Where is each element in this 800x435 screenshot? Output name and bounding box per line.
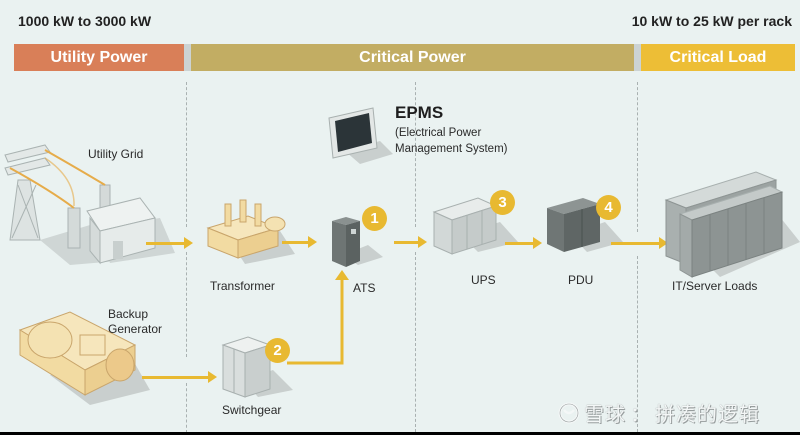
watermark: 雪球 ： 拼凑的逻辑 — [558, 398, 760, 427]
ups-cabinet-icon — [432, 197, 518, 255]
divider-line — [415, 82, 416, 227]
transformer-icon — [206, 199, 295, 264]
band-critical-load: Critical Load — [641, 44, 795, 71]
switchgear-icon — [221, 336, 293, 398]
divider-line — [415, 252, 416, 432]
ats-label: ATS — [353, 281, 376, 295]
epms-title: EPMS — [395, 103, 444, 122]
pdu-cabinet-icon — [547, 198, 623, 252]
arrow-generator-to-switchgear — [142, 371, 217, 383]
monitor-icon — [328, 107, 393, 164]
backup-generator-label: Backup Generator — [108, 307, 162, 337]
arrow-grid-to-transformer — [146, 237, 193, 249]
step-badge-4: 4 — [596, 195, 621, 220]
step-badge-1: 1 — [362, 206, 387, 231]
utility-grid-label: Utility Grid — [88, 147, 144, 161]
pdu-label: PDU — [568, 273, 594, 287]
watermark-author: 拼凑的逻辑 — [655, 404, 760, 426]
epms-subtitle-line2: Management System) — [395, 143, 508, 155]
it-loads-label: IT/Server Loads — [672, 279, 758, 293]
backup-generator-label-line1: Backup — [108, 307, 149, 321]
watermark-brand: 雪球 — [584, 404, 626, 426]
arrow-ups-to-pdu — [505, 237, 542, 249]
arrow-switchgear-to-ats — [287, 270, 349, 365]
band-divider — [634, 44, 641, 71]
band-utility-power: Utility Power — [14, 44, 184, 71]
band-critical-power: Critical Power — [191, 44, 634, 71]
band-divider — [184, 44, 191, 71]
divider-line — [637, 82, 638, 232]
watermark-separator: ： — [630, 404, 651, 426]
backup-generator-label-line2: Generator — [108, 322, 163, 336]
step-badge-3: 3 — [490, 190, 515, 215]
ups-label: UPS — [471, 273, 496, 287]
arrow-ats-to-ups — [394, 236, 427, 248]
epms-subtitle-line1: (Electrical Power — [395, 127, 482, 139]
divider-line — [186, 383, 187, 432]
xueqiu-logo-icon — [558, 402, 580, 423]
server-racks-icon — [664, 171, 800, 278]
power-tower-icon — [4, 144, 130, 265]
divider-line — [637, 256, 638, 432]
load-range-label: 10 kW to 25 kW per rack — [631, 13, 792, 29]
arrow-pdu-to-it-loads — [611, 237, 668, 249]
switchgear-label: Switchgear — [222, 403, 282, 417]
arrow-transformer-to-ats — [282, 236, 317, 248]
substation-building-icon — [86, 197, 175, 265]
ats-cabinet-icon — [332, 217, 383, 267]
utility-range-label: 1000 kW to 3000 kW — [18, 13, 152, 29]
step-badge-2: 2 — [265, 338, 290, 363]
transformer-label: Transformer — [210, 279, 275, 293]
generator-icon — [18, 311, 150, 405]
divider-line — [186, 82, 187, 227]
divider-line — [186, 252, 187, 357]
